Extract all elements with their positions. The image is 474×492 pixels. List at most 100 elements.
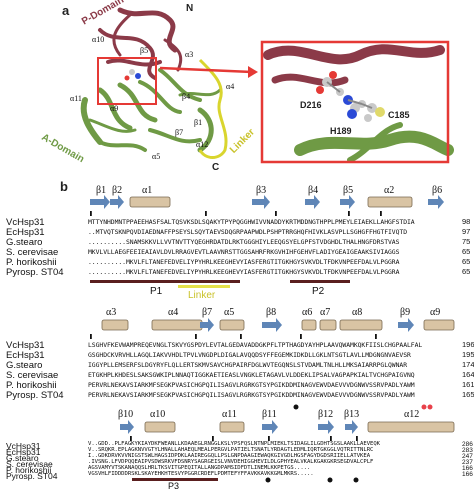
species-name: VcHsp31	[6, 340, 45, 351]
ss-label: α3	[106, 307, 117, 318]
label-beta4: β4	[182, 92, 191, 101]
residue-number: 166	[462, 465, 473, 472]
sequence-row: MTTYNHDMNTPPAEEHASFSALTQSVKSDLSQAKYTPYPQ…	[88, 218, 415, 226]
species-name: EcHsp31	[6, 447, 41, 457]
ss-label: α10	[150, 409, 166, 420]
ss-label: α11	[222, 409, 237, 420]
p1-label: P1	[150, 286, 163, 297]
ss-label: β10	[118, 409, 134, 420]
sequence-row: IGGYPLLEMSERFSLDGYRYFLQLLERTSKMVSAVCHGPA…	[88, 361, 407, 369]
ss-label: β13	[344, 409, 360, 420]
ss-label: β4	[308, 185, 319, 196]
ss-label: α2	[384, 185, 395, 196]
residue-number: 65	[462, 247, 471, 256]
ss-label: α12	[404, 409, 420, 420]
sequence-row: ..MTVQTSKNPQVDIAEDNAFFPSEYSLSQYTAEVSDQGR…	[88, 228, 407, 236]
residue-number: 174	[462, 360, 474, 369]
zoom-frame	[260, 40, 450, 164]
block3-secondary-structure	[120, 420, 455, 441]
linker-bar	[178, 285, 230, 288]
sequence-row: AGSVAMYVTSKANAQQSLHRLTKSVITGPEQITALLANGD…	[88, 465, 311, 471]
residue-number: 283	[462, 447, 473, 454]
sequence-row: ..........MKVLFLTANEFEDVELIYPYHRLKEEGHEV…	[88, 268, 400, 276]
species-name: G.stearo	[6, 237, 43, 248]
ss-label: β12	[318, 409, 334, 420]
species-name: EcHsp31	[6, 350, 45, 361]
sequence-row: ETGKHPLKHDESLSAKSGWKIPLNNAQTIGGKAETIEASL…	[88, 371, 415, 379]
zoom-ribbons	[263, 44, 454, 163]
p3-bar	[132, 478, 218, 481]
p1-bar	[90, 280, 240, 283]
label-alpha4: α4	[226, 82, 235, 91]
residue-number: 237	[462, 459, 473, 466]
label-h189: H189	[330, 126, 352, 136]
ss-label: α5	[224, 307, 235, 318]
species-name: G.stearo	[6, 360, 43, 371]
ss-label: β1	[96, 185, 107, 196]
species-name: VcHsp31	[6, 441, 41, 451]
ss-label: α1	[142, 185, 153, 196]
label-c-terminus: C	[212, 162, 220, 173]
ss-label: β2	[112, 185, 123, 196]
linker-label: Linker	[188, 290, 216, 301]
residue-number: 75	[462, 237, 471, 246]
ss-label: α8	[352, 307, 363, 318]
residue-number: 65	[462, 257, 471, 266]
ss-label: α7	[320, 307, 331, 318]
label-alpha3: α3	[185, 50, 194, 59]
p2-bar	[290, 280, 350, 283]
species-name: G.stearo	[6, 453, 39, 463]
species-name: P. horikoshii	[6, 380, 57, 391]
p2-label: P2	[312, 286, 325, 297]
label-beta1: β1	[194, 118, 203, 127]
active-site-atoms	[124, 69, 141, 81]
residue-number: 286	[462, 441, 473, 448]
residue-number: 97	[462, 227, 471, 236]
ss-label: α4	[168, 307, 179, 318]
sequence-row: I..GDKDRVKVVNIGSTSWLHAGSIDPDKLAAIREGGQLL…	[88, 453, 371, 459]
label-alpha5: α5	[152, 152, 161, 161]
residue-number: 196	[462, 340, 474, 349]
species-name: EcHsp31	[6, 227, 45, 238]
block1-secondary-structure	[90, 195, 444, 216]
label-c185: C185	[388, 110, 410, 120]
a-domain-ribbons	[80, 68, 222, 153]
sequence-row: ..........MKVLFLTANEFEDVELIYPYHRLKEEGHEV…	[88, 258, 400, 266]
species-name: S. cerevisae	[6, 247, 59, 258]
panel-b-letter: b	[60, 179, 68, 194]
ss-label: β11	[262, 409, 277, 420]
species-name: Pyrosp. ST04	[6, 471, 58, 481]
label-alpha9: α9	[110, 104, 119, 113]
zoom-arrow	[159, 66, 253, 74]
linker-ribbon	[198, 58, 228, 159]
species-name: P. horikoshii	[6, 257, 57, 268]
protein-structure-overview	[80, 7, 454, 164]
residue-number: 165	[462, 390, 474, 399]
ss-label: β6	[432, 185, 443, 196]
label-alpha11: α11	[70, 94, 82, 103]
species-name: Pyrosp. ST04	[6, 390, 64, 401]
sequence-row: MKVLVLLAEGFEEIEAIAVLDVLRRAGVEVTLAAVNRSTT…	[88, 248, 400, 256]
zoom-atoms	[316, 71, 385, 122]
conserved-dot	[353, 477, 359, 483]
sequence-row: V..SRQKR.EPLAGKNVVGTYLHNALLAHAEQLMEALPER…	[88, 447, 374, 453]
overview-highlight-box	[97, 57, 157, 105]
ss-label: α9	[430, 307, 441, 318]
label-alpha12: α12	[196, 140, 209, 149]
catalytic-dot-1	[421, 404, 427, 410]
species-name: Pyrosp. ST04	[6, 267, 64, 278]
species-name: P. horikoshii	[6, 465, 52, 475]
panel-a-letter: a	[62, 3, 70, 18]
p3-label: P3	[168, 481, 180, 491]
residue-number: 98	[462, 217, 471, 226]
sequence-row: VGSVHLFIDDDDRSKLSKAYEHKHTESVYPGGRCRDEFLP…	[88, 471, 314, 477]
residue-number: 166	[462, 471, 473, 478]
label-beta7: β7	[175, 128, 184, 137]
residue-number: 195	[462, 350, 474, 359]
residue-number: 161	[462, 380, 474, 389]
conserved-dot	[327, 477, 333, 483]
sequence-row: PERVRLNEKAVSIARKMFSEGKPVASICHGPQILISAGVL…	[88, 391, 415, 399]
